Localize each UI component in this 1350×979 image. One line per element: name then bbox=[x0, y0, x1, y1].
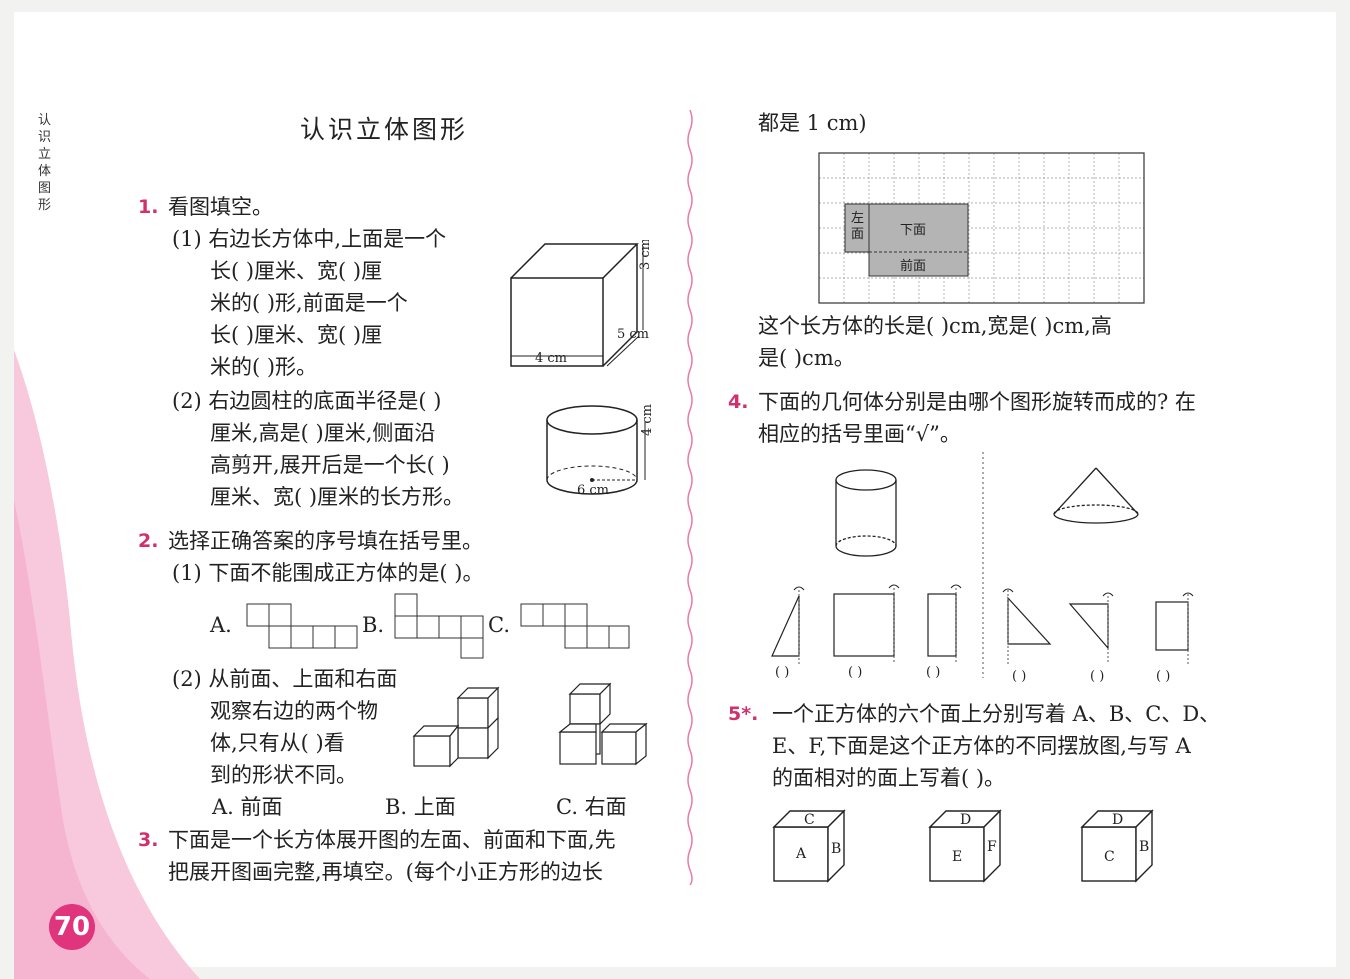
q5-line1: 一个正方体的六个面上分别写着 A、B、C、D、 bbox=[772, 702, 1221, 726]
center-divider bbox=[687, 110, 693, 885]
cuboid-width-label: 5 cm bbox=[617, 327, 649, 342]
cube2-right: F bbox=[987, 839, 997, 855]
q2-part2-line1: (2) 从前面、上面和右面 bbox=[172, 667, 398, 691]
q2-part2-line3: 体,只有从( )看 bbox=[210, 731, 345, 755]
q3-answer-line2: 是( )cm。 bbox=[758, 346, 855, 370]
q3-number: 3. bbox=[138, 829, 159, 851]
q1-prompt: 看图填空。 bbox=[168, 195, 273, 219]
stack-right bbox=[558, 682, 648, 766]
q4-line2: 相应的括号里画“√”。 bbox=[758, 422, 961, 446]
shape-rectangle-1 bbox=[927, 593, 957, 657]
q5-line2: E、F,下面是这个正方体的不同摆放图,与写 A bbox=[772, 734, 1191, 758]
q2-part1: (1) 下面不能围成正方体的是( )。 bbox=[172, 561, 484, 585]
q4-number: 4. bbox=[728, 391, 749, 413]
q1-part2-line4: 厘米、宽( )厘米的长方形。 bbox=[210, 485, 465, 509]
cube2-front: E bbox=[952, 849, 962, 865]
stacked-cubes-figures bbox=[412, 682, 648, 768]
page-title: 认识立体图形 bbox=[300, 115, 469, 144]
q5-number: 5*. bbox=[728, 703, 759, 725]
cube2-top: D bbox=[960, 812, 971, 828]
q5-line3: 的面相对的面上写着( )。 bbox=[772, 766, 1006, 790]
q2-option-c-label: C. bbox=[488, 613, 510, 637]
q2-choice-c: C. 右面 bbox=[556, 795, 627, 819]
pink-side-decoration bbox=[14, 350, 200, 979]
grid-net-figure: 左 面 下面 前面 bbox=[818, 152, 1145, 304]
net-bottom-label: 下面 bbox=[900, 223, 926, 238]
q1-part2-line3: 高剪开,展开后是一个长( ) bbox=[210, 453, 450, 477]
bracket-3: ( ) bbox=[926, 665, 940, 680]
cylinder-height-label: 4 cm bbox=[640, 404, 655, 436]
q3-line2: 把展开图画完整,再填空。(每个小正方形的边长 bbox=[168, 860, 603, 884]
bracket-6: ( ) bbox=[1156, 669, 1170, 684]
cuboid-length-label: 4 cm bbox=[535, 351, 567, 366]
net-c bbox=[520, 603, 630, 649]
solid-cone bbox=[1053, 467, 1139, 524]
q2-prompt: 选择正确答案的序号填在括号里。 bbox=[168, 529, 483, 553]
q1-part2-line1: (2) 右边圆柱的底面半径是( ) bbox=[172, 389, 442, 413]
shape-rectangle-2 bbox=[1155, 601, 1189, 651]
q1-part1-line1: (1) 右边长方体中,上面是一个 bbox=[172, 227, 447, 251]
q1-part1-line4: 长( )厘米、宽( )厘 bbox=[210, 323, 383, 347]
cube3-right: B bbox=[1139, 839, 1149, 855]
q2-number: 2. bbox=[138, 530, 159, 552]
cube3-front: C bbox=[1104, 849, 1115, 865]
q1-part1-line2: 长( )厘米、宽( )厘 bbox=[210, 259, 383, 283]
shape-triangle-1 bbox=[771, 595, 800, 657]
cube1-right: B bbox=[831, 841, 841, 857]
shape-triangle-2 bbox=[1007, 596, 1052, 645]
cube-nets bbox=[246, 593, 630, 659]
bracket-4: ( ) bbox=[1012, 669, 1026, 684]
q2-choice-a: A. 前面 bbox=[212, 795, 283, 819]
net-front-label: 前面 bbox=[900, 258, 926, 274]
q3-line1: 下面是一个长方体展开图的左面、前面和下面,先 bbox=[168, 828, 616, 852]
q1-part2-line2: 厘米,高是( )厘米,侧面沿 bbox=[210, 421, 436, 445]
q4-line1: 下面的几何体分别是由哪个图形旋转而成的? 在 bbox=[758, 390, 1196, 414]
shape-triangle-3 bbox=[1068, 603, 1109, 650]
side-label: 认识立体图形 bbox=[38, 113, 52, 213]
stack-left bbox=[412, 686, 500, 768]
cuboid-height-label: 3 cm bbox=[638, 240, 653, 270]
q1-part1-line5: 米的( )形。 bbox=[210, 355, 318, 379]
cube1-top: C bbox=[804, 812, 815, 828]
q3-line3: 都是 1 cm) bbox=[758, 111, 867, 135]
q2-part2-line4: 到的形状不同。 bbox=[210, 763, 357, 787]
cuboid-figure: 4 cm 5 cm 3 cm bbox=[510, 240, 653, 367]
q2-option-a-label: A. bbox=[210, 613, 232, 637]
q1-part1-line3: 米的( )形,前面是一个 bbox=[210, 291, 408, 315]
q3-answer-line1: 这个长方体的长是( )cm,宽是( )cm,高 bbox=[758, 314, 1112, 338]
q1-number: 1. bbox=[138, 196, 159, 218]
bracket-1: ( ) bbox=[775, 665, 789, 680]
bracket-2: ( ) bbox=[848, 665, 862, 680]
q2-part2-line2: 观察右边的两个物 bbox=[210, 699, 378, 723]
net-b bbox=[394, 593, 484, 659]
cylinder-figure: 6 cm 4 cm bbox=[546, 404, 655, 498]
bracket-5: ( ) bbox=[1090, 669, 1104, 684]
shape-square bbox=[833, 593, 895, 657]
rotation-figures: ( ) ( ) ( ) ( ) ( ) ( ) bbox=[771, 452, 1194, 684]
net-left-label-1: 左 bbox=[851, 211, 864, 226]
net-left-label-2: 面 bbox=[851, 227, 864, 242]
cube3-top: D bbox=[1112, 812, 1123, 828]
solid-cylinder bbox=[835, 469, 897, 557]
net-a bbox=[246, 603, 358, 649]
cylinder-radius-label: 6 cm bbox=[577, 483, 609, 498]
q2-choice-b: B. 上面 bbox=[385, 795, 456, 819]
cube1-front: A bbox=[795, 846, 807, 862]
lettered-cubes: C A B D E F D C B bbox=[772, 809, 1154, 883]
page-number: 70 bbox=[49, 904, 95, 950]
q2-option-b-label: B. bbox=[362, 613, 385, 637]
